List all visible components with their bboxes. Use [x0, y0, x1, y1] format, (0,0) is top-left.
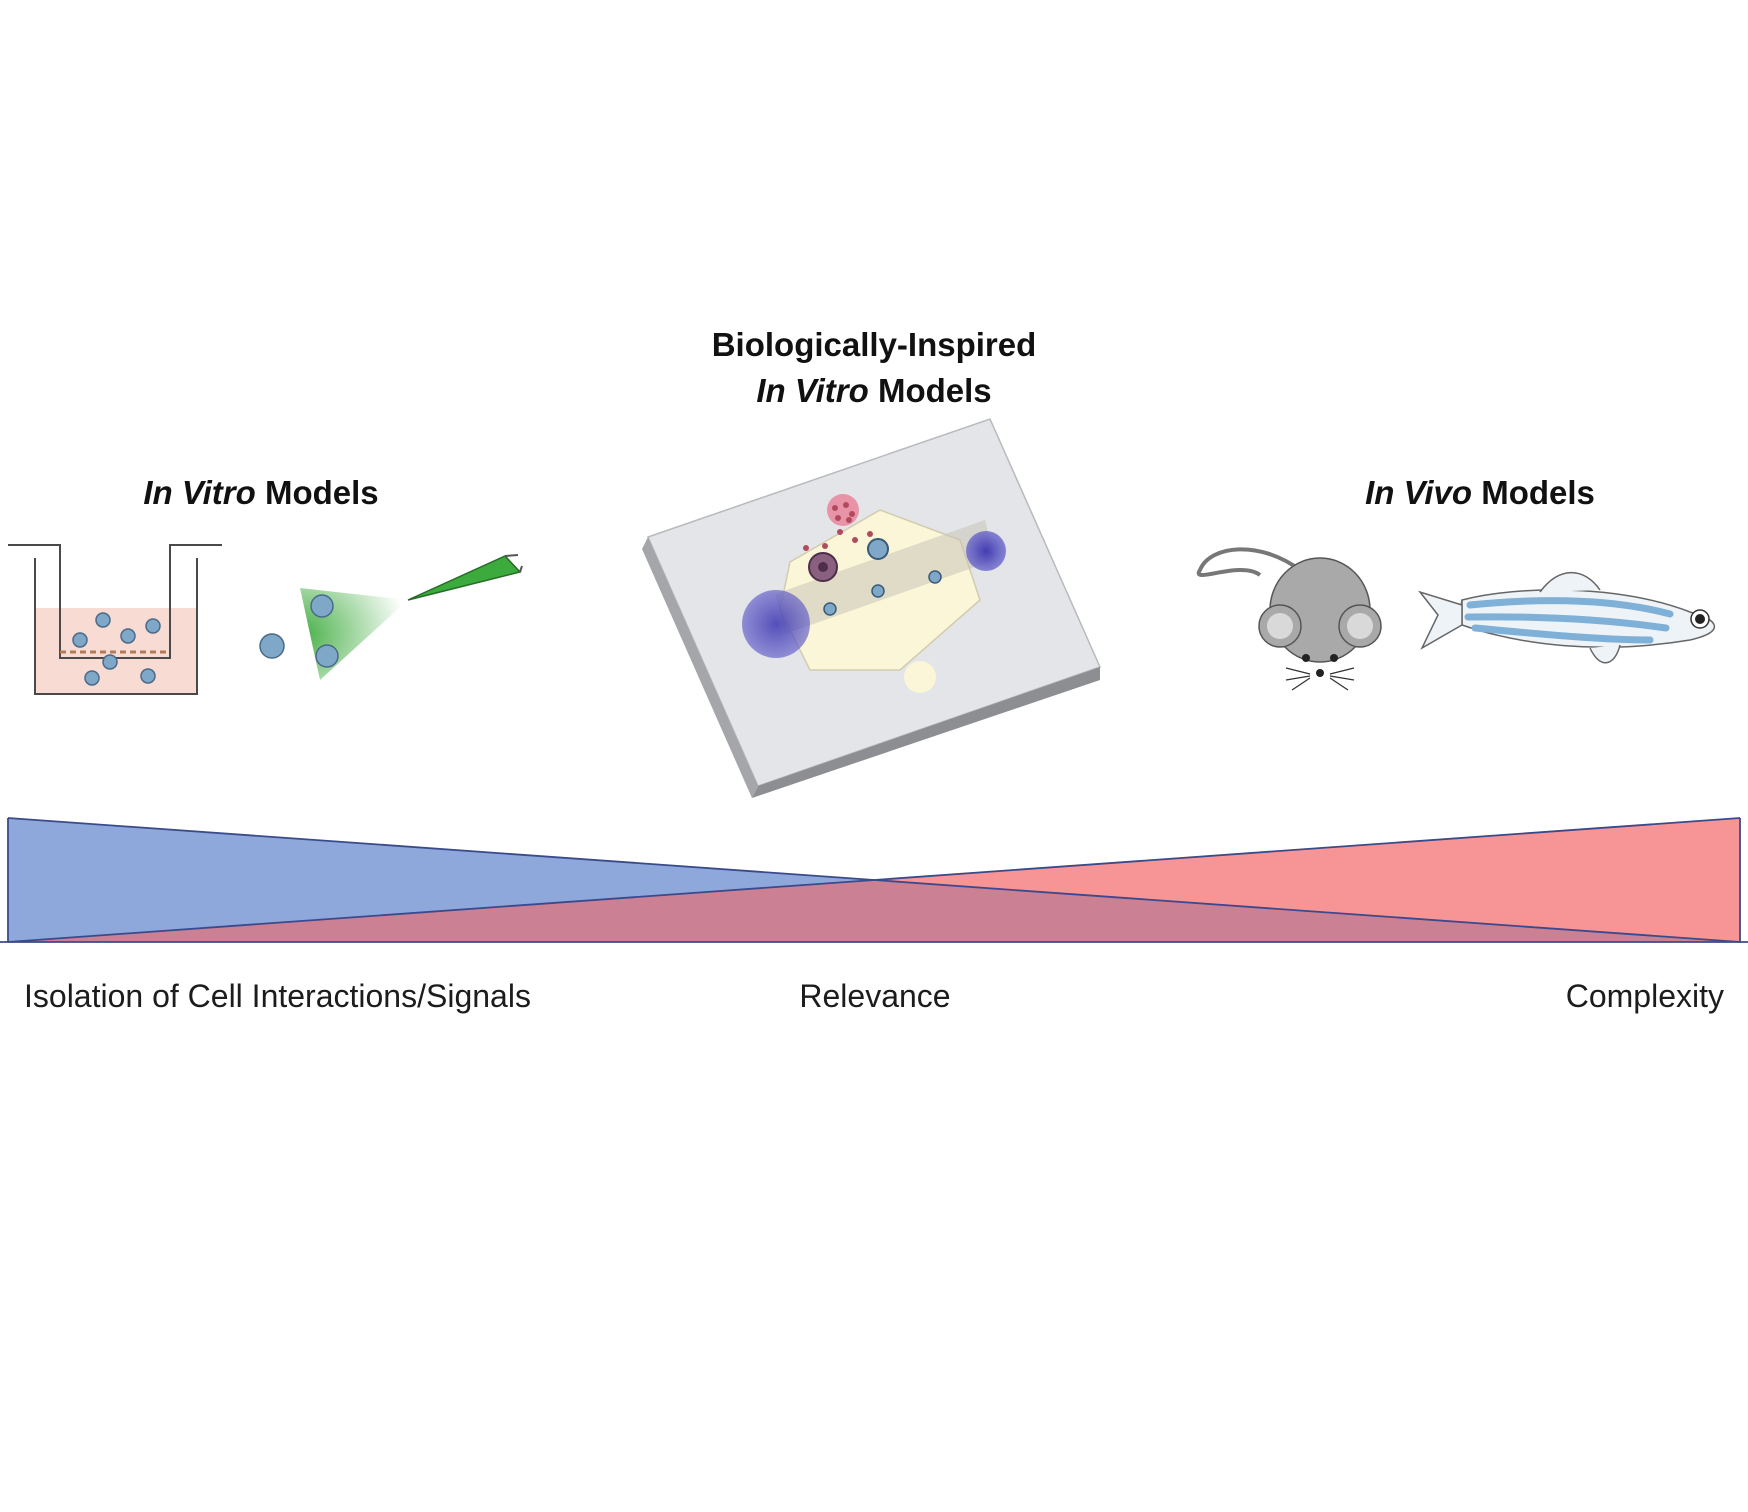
heading-in-vivo-italic: In Vivo — [1365, 474, 1473, 511]
heading-bio-inspired-rest: Models — [868, 372, 992, 409]
heading-in-vitro-rest: Models — [255, 474, 379, 511]
heading-in-vitro-models: In Vitro Models — [116, 470, 406, 516]
heading-bio-inspired-line2: In Vitro Models — [684, 368, 1064, 414]
heading-bio-inspired-models: Biologically-Inspired In Vitro Models — [684, 322, 1064, 414]
heading-in-vitro-italic: In Vitro — [143, 474, 256, 511]
overlap-region — [8, 880, 1740, 942]
trend-wedges — [0, 817, 1748, 943]
transwell-well-icon — [8, 544, 222, 695]
heading-bio-inspired-italic: In Vitro — [756, 372, 869, 409]
heading-in-vivo-models: In Vivo Models — [1330, 470, 1630, 516]
pipette-stimulation-icon — [259, 554, 523, 680]
mouse-icon — [1196, 547, 1382, 691]
heading-bio-inspired-line1: Biologically-Inspired — [711, 326, 1037, 363]
heading-in-vivo-rest: Models — [1472, 474, 1595, 511]
label-isolation: Isolation of Cell Interactions/Signals — [24, 978, 531, 1014]
label-complexity: Complexity — [1565, 978, 1724, 1014]
organ-chip-icon — [642, 418, 1102, 798]
label-relevance: Relevance — [799, 978, 951, 1014]
zebrafish-icon — [1417, 571, 1716, 664]
